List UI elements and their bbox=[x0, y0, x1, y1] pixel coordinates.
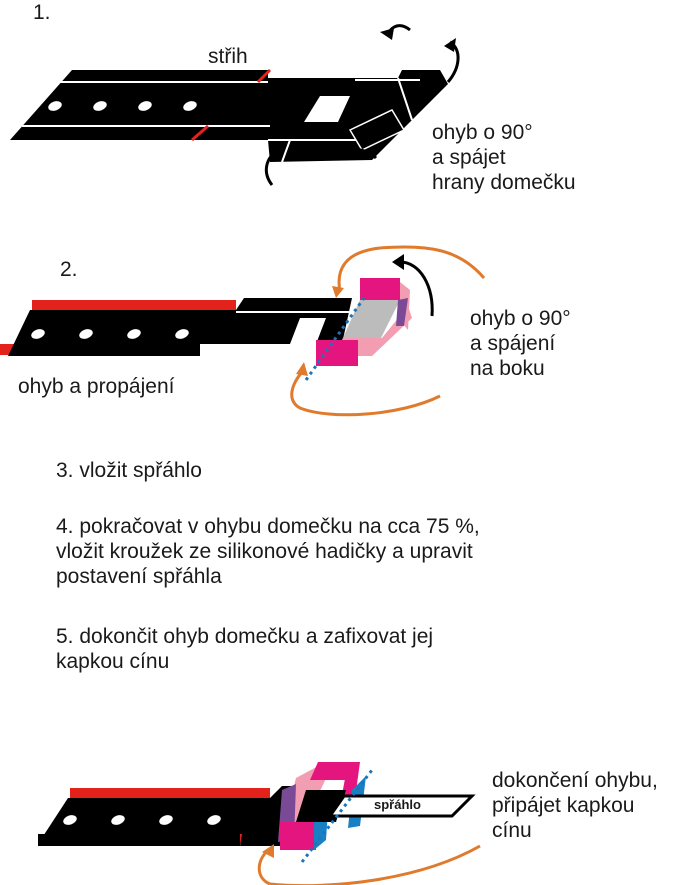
step1-hole bbox=[183, 101, 197, 111]
final-coupler-label: spřáhlo bbox=[374, 797, 421, 812]
step5-text: 5. dokončit ohyb domečku a zafixovat jej… bbox=[56, 624, 433, 674]
step1-note: ohyb o 90° a spájet hrany domečku bbox=[432, 120, 576, 195]
step4-text: 4. pokračovat v ohybu domečku na cca 75 … bbox=[56, 514, 480, 589]
step1-hole bbox=[138, 101, 152, 111]
step2-hole bbox=[79, 329, 93, 339]
step2-dotted-fold-line bbox=[304, 297, 366, 381]
step2-note-line: ohyb o 90° bbox=[470, 307, 571, 330]
step1-note-line: a spájet bbox=[432, 146, 506, 169]
step2-number: 2. bbox=[60, 258, 78, 281]
step2-housing-magenta-bottom bbox=[316, 340, 358, 366]
step1-lower-flap bbox=[348, 109, 406, 151]
step1-note-line: hrany domečku bbox=[432, 171, 576, 194]
step2-window bbox=[290, 318, 326, 344]
final-note: dokončení ohybu, připájet kapkou cínu bbox=[492, 768, 658, 843]
step2-orange-arrow bbox=[290, 371, 441, 417]
step2-housing-purple bbox=[396, 298, 408, 326]
final-arrowhead bbox=[262, 844, 274, 858]
step1-hole bbox=[48, 101, 62, 111]
step2-black-arrow bbox=[399, 260, 434, 317]
step1-arrowhead bbox=[444, 38, 456, 52]
final-strip bbox=[38, 786, 306, 846]
step1-note-line: ohyb o 90° bbox=[432, 121, 533, 144]
final-note-line: připájet kapkou bbox=[492, 794, 635, 817]
step2-red-rail bbox=[32, 300, 236, 310]
step1-cut-mark bbox=[191, 124, 209, 142]
final-strip-lower bbox=[38, 834, 240, 846]
step1-flap-line bbox=[281, 139, 291, 163]
final-red-rail bbox=[70, 788, 270, 798]
step2-note-line: na boku bbox=[470, 357, 545, 380]
final-hole bbox=[111, 815, 125, 825]
step2-edge-line bbox=[283, 343, 297, 365]
step3-line: 3. vložit spřáhlo bbox=[56, 459, 202, 482]
step1-number: 1. bbox=[33, 1, 51, 24]
final-orange-arrow-tail bbox=[269, 844, 481, 885]
step2-arrowhead bbox=[296, 362, 308, 376]
final-hole bbox=[63, 815, 77, 825]
final-note-line: cínu bbox=[492, 819, 532, 842]
step2-hole bbox=[175, 329, 189, 339]
step1-cut-mark bbox=[256, 68, 272, 84]
step1-arrowhead bbox=[380, 28, 394, 40]
final-hole bbox=[207, 815, 221, 825]
step2-note-line: a spájení bbox=[470, 332, 556, 355]
step2-left-label: ohyb a propájení bbox=[18, 375, 175, 398]
step1-cut-label: střih bbox=[208, 45, 248, 68]
step4-line: vložit kroužek ze silikonové hadičky a u… bbox=[56, 540, 473, 563]
final-hole bbox=[159, 815, 173, 825]
step2-housing-magenta-top bbox=[360, 278, 400, 300]
step2-hole bbox=[127, 329, 141, 339]
final-dotted-line bbox=[300, 769, 374, 863]
step3-text: 3. vložit spřáhlo bbox=[56, 458, 202, 483]
final-note-line: dokončení ohybu, bbox=[492, 769, 658, 792]
step2-arrowhead bbox=[332, 286, 344, 298]
step1-arrowhead bbox=[270, 146, 282, 158]
step1-hole bbox=[93, 101, 107, 111]
step5-line: 5. dokončit ohyb domečku a zafixovat jej bbox=[56, 625, 434, 648]
step1-arrowhead bbox=[340, 144, 352, 156]
step4-line: 4. pokračovat v ohybu domečku na cca 75 … bbox=[56, 515, 480, 538]
step2-arrowhead bbox=[392, 254, 404, 270]
final-coupler-body bbox=[327, 794, 476, 818]
step2-orange-arrow bbox=[337, 245, 486, 293]
step1-flap-line bbox=[397, 77, 413, 121]
step4-line: postavení spřáhla bbox=[56, 565, 222, 588]
step2-hole bbox=[31, 329, 45, 339]
final-housing-magenta-front bbox=[280, 822, 316, 850]
step5-line: kapkou cínu bbox=[56, 650, 170, 673]
step1-window bbox=[304, 96, 350, 122]
step2-note: ohyb o 90° a spájení na boku bbox=[470, 306, 571, 381]
